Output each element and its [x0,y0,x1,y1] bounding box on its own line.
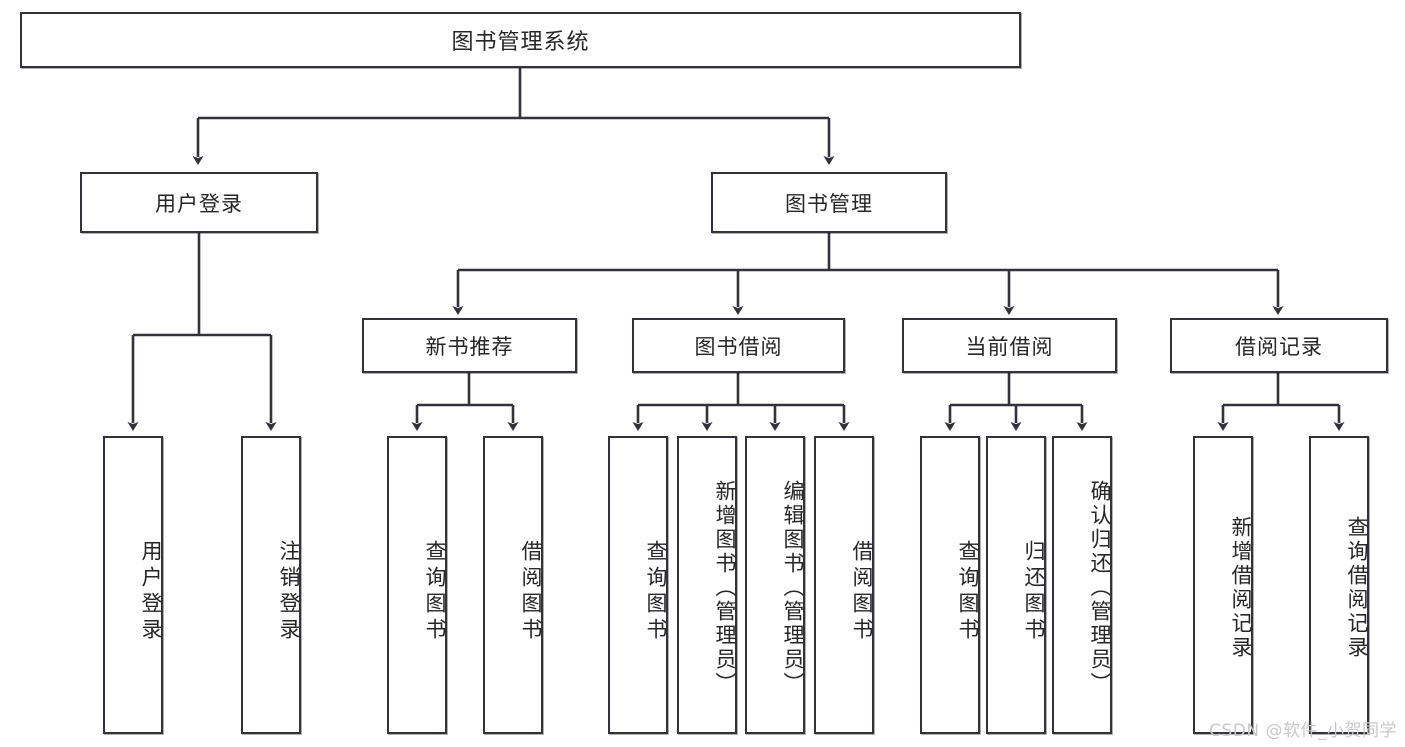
leaf-label: 新增借阅记录 [1229,516,1253,660]
leaf-record-query-record[interactable]: 查询借阅记录 [1309,436,1369,734]
leaf-current-query-book[interactable]: 查询图书 [920,436,980,734]
node-user-login-label: 用户登录 [155,191,243,216]
leaf-record-add-record[interactable]: 新增借阅记录 [1193,436,1253,734]
leaf-label: 新增图书（管理员） [713,480,737,696]
leaf-label: 查询图书 [423,540,447,644]
node-book-borrow[interactable]: 图书借阅 [632,318,845,373]
leaf-label: 借阅图书 [850,540,874,644]
leaf-label: 确认归还（管理员） [1088,480,1112,696]
leaf-borrow-add-book-admin[interactable]: 新增图书（管理员） [677,436,737,734]
leaf-borrow-edit-book-admin[interactable]: 编辑图书（管理员） [745,436,805,734]
leaf-recommend-query-book[interactable]: 查询图书 [387,436,447,734]
leaf-borrow-query-book[interactable]: 查询图书 [608,436,668,734]
node-borrow-record-label: 借阅记录 [1235,334,1323,359]
leaf-label: 归还图书 [1022,540,1046,644]
leaf-current-return-book[interactable]: 归还图书 [986,436,1046,734]
leaf-user-login-signout[interactable]: 注销登录 [241,436,301,734]
node-root-label: 图书管理系统 [451,30,590,55]
node-book-management[interactable]: 图书管理 [711,172,947,233]
leaf-recommend-borrow-book[interactable]: 借阅图书 [483,436,543,734]
csdn-watermark: CSDN @软件_小贺同学 [1209,721,1397,741]
leaf-label: 查询图书 [956,540,980,644]
leaf-label: 注销登录 [277,540,301,644]
node-current-borrow-label: 当前借阅 [965,334,1054,359]
node-root-system[interactable]: 图书管理系统 [20,12,1021,68]
leaf-label: 查询借阅记录 [1345,516,1369,660]
leaf-label: 查询图书 [644,540,668,644]
node-book-borrow-label: 图书借阅 [694,334,783,359]
leaf-label: 编辑图书（管理员） [781,480,805,696]
node-user-login[interactable]: 用户登录 [80,172,318,233]
node-current-borrow[interactable]: 当前借阅 [902,318,1117,373]
node-book-management-label: 图书管理 [785,191,873,216]
leaf-user-login-signin[interactable]: 用户登录 [103,436,163,734]
node-borrow-record[interactable]: 借阅记录 [1170,318,1388,373]
node-new-book-recommend-label: 新书推荐 [425,334,514,359]
leaf-label: 用户登录 [139,540,163,644]
node-new-book-recommend[interactable]: 新书推荐 [362,318,577,373]
leaf-label: 借阅图书 [519,540,543,644]
leaf-borrow-borrow-book[interactable]: 借阅图书 [814,436,874,734]
leaf-current-confirm-return-admin[interactable]: 确认归还（管理员） [1052,436,1112,734]
